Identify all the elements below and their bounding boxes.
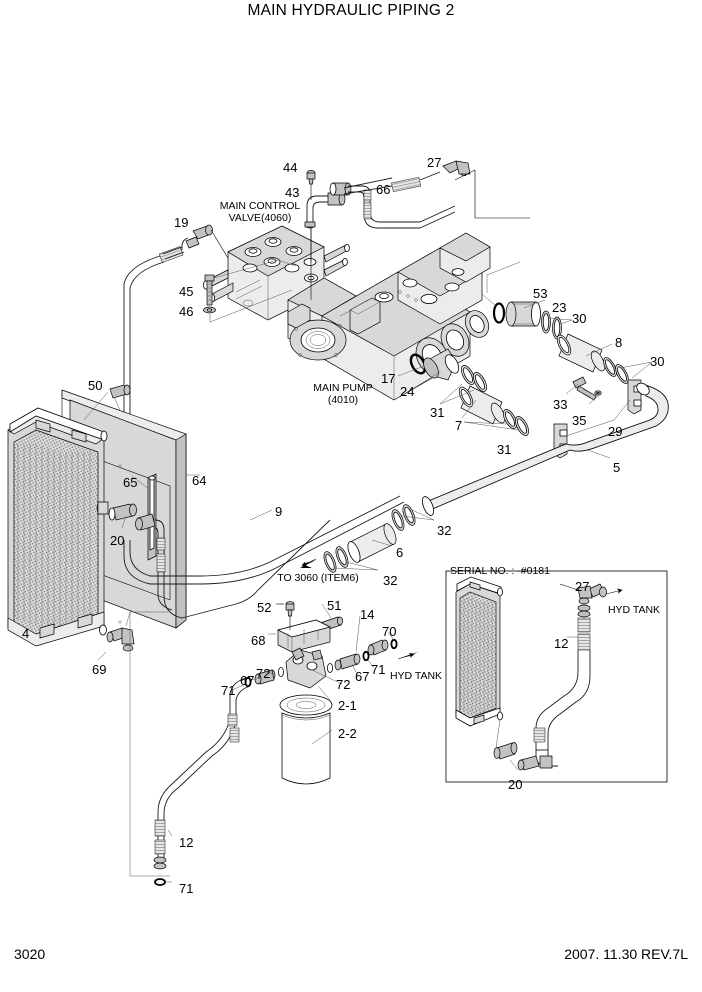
revision-stamp: 2007. 11.30 REV.7L — [564, 946, 688, 962]
callout-71c: 71 — [179, 881, 194, 896]
callout-27i: 27 — [575, 579, 590, 594]
callout-30b: 30 — [650, 354, 665, 369]
callout-9: 9 — [275, 504, 283, 519]
callout-12a: 12 — [179, 835, 194, 850]
callout-31b: 31 — [497, 442, 512, 457]
callout-23: 23 — [552, 300, 567, 315]
callout-29: 29 — [608, 424, 623, 439]
callout-64: 64 — [192, 473, 207, 488]
callout-65: 65 — [123, 475, 138, 490]
caption-line-1: MAIN PUMP — [313, 382, 373, 394]
callout-20i: 20 — [508, 777, 523, 792]
caption-line-1: MAIN CONTROL — [219, 200, 301, 212]
part-66-hose — [329, 171, 456, 229]
callout-51: 51 — [327, 598, 342, 613]
callout-17: 17 — [381, 371, 396, 386]
callout-50: 50 — [88, 378, 103, 393]
callout-14: 14 — [360, 607, 375, 622]
filter-assembly — [229, 601, 418, 785]
callout-67a: 67 — [355, 669, 370, 684]
callout-53: 53 — [533, 286, 548, 301]
page-title: MAIN HYDRAULIC PIPING 2 — [247, 2, 455, 19]
callout-66: 66 — [376, 182, 391, 197]
callout-70: 70 — [382, 624, 397, 639]
part-53-23-30-8-group — [481, 261, 653, 384]
callout-20: 20 — [110, 533, 125, 548]
part-5-tube — [421, 382, 669, 516]
callout-69: 69 — [92, 662, 107, 677]
callout-71b: 71 — [221, 683, 236, 698]
callout-46: 46 — [179, 304, 194, 319]
callout-44: 44 — [283, 160, 298, 175]
part-69-elbow — [97, 611, 170, 877]
inset-serial-diagram — [445, 570, 668, 783]
caption-line-2: (4010) — [327, 394, 359, 407]
callout-32: 32 — [437, 523, 452, 538]
part-44-43 — [304, 170, 346, 300]
caption-main-pump: MAIN PUMP(4010) — [313, 382, 373, 406]
callout-32b: 32 — [383, 573, 398, 588]
part-12-hose — [153, 713, 240, 886]
callout-72b: 72 — [256, 666, 271, 681]
oil-cooler-assembly — [7, 389, 187, 647]
callout-5: 5 — [613, 460, 621, 475]
part-6-32-group — [300, 504, 435, 573]
callout-24: 24 — [400, 384, 415, 399]
callout-33: 33 — [553, 397, 568, 412]
callout-4: 4 — [22, 626, 30, 641]
callout-2-1: 2-1 — [338, 698, 357, 713]
caption-serial-no: SERIAL NO. : -#0181 — [450, 565, 550, 577]
callout-45: 45 — [179, 284, 194, 299]
caption-hyd-tank-main: HYD TANK — [389, 670, 443, 682]
part-45-46 — [203, 259, 297, 323]
callout-6: 6 — [396, 545, 404, 560]
callout-68: 68 — [251, 633, 266, 648]
part-50-bolt — [83, 384, 131, 421]
callout-30: 30 — [572, 311, 587, 326]
callout-43: 43 — [285, 185, 300, 200]
callout-7: 7 — [455, 418, 463, 433]
callout-27: 27 — [427, 155, 442, 170]
page-number: 3020 — [14, 946, 46, 962]
callout-8: 8 — [615, 335, 623, 350]
part-9-hose — [123, 495, 405, 585]
callout-52: 52 — [257, 600, 272, 615]
caption-hyd-tank-inset: HYD TANK — [607, 604, 661, 616]
callout-12i: 12 — [554, 636, 569, 651]
callout-71a: 71 — [371, 662, 386, 677]
caption-to-3060-item6: TO 3060 (ITEM6) — [277, 572, 359, 584]
callout-2-2: 2-2 — [338, 726, 357, 741]
callout-19: 19 — [174, 215, 189, 230]
callout-67b: 67 — [240, 673, 255, 688]
callout-31: 31 — [430, 405, 445, 420]
part-17-24-31-group — [397, 348, 529, 436]
part-27-elbow — [442, 160, 530, 219]
part-65-20-group — [108, 473, 331, 619]
caption-line-2: VALVE(4060) — [228, 212, 292, 225]
callout-35: 35 — [572, 413, 587, 428]
callout-72a: 72 — [336, 677, 351, 692]
